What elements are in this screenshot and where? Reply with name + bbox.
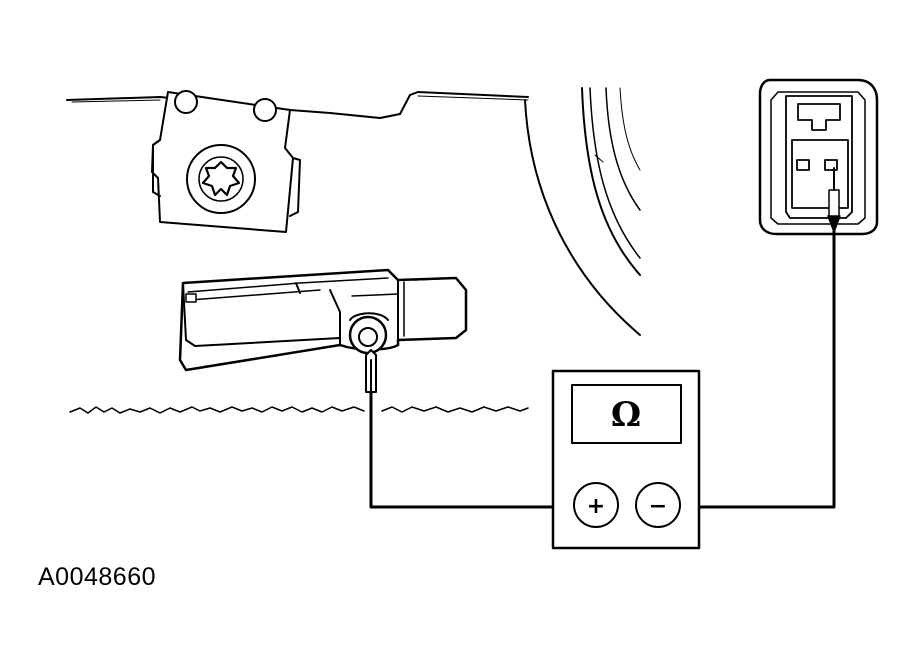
wheel-housing [581,87,641,276]
floor-edge [381,406,529,413]
negative-terminal-label: − [649,494,667,519]
ohmmeter [551,369,701,550]
torx-bolt-icon [201,160,241,197]
figure-id-label: A0048660 [38,563,157,591]
test-lead-negative [674,167,841,509]
mounting-bracket [151,90,301,233]
ohm-display-symbol: Ω [611,395,641,435]
crash-sensor [178,268,468,372]
floor-edge [69,406,365,414]
test-lead-positive [365,349,578,509]
positive-terminal-label: + [587,494,605,519]
harness-connector [758,78,879,236]
